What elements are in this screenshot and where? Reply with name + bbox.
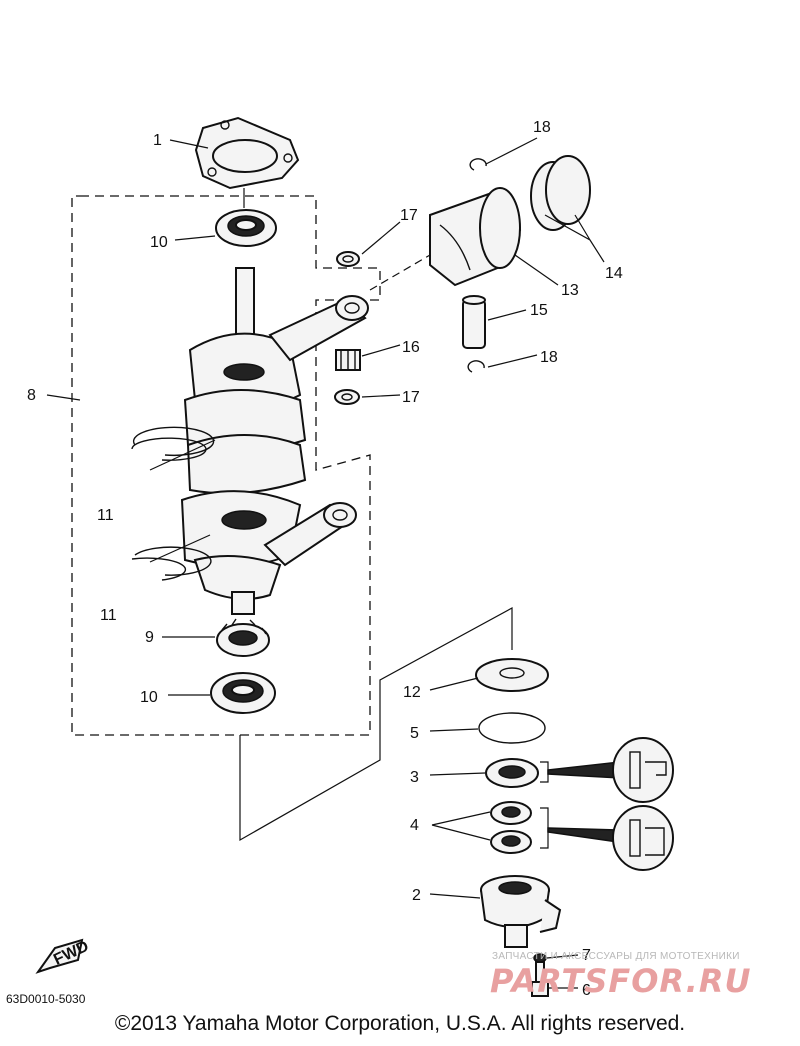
part-3-oil-seal[interactable] — [485, 758, 539, 788]
part-17-upper-washer[interactable] — [336, 251, 360, 267]
callout-1: 1 — [153, 132, 162, 149]
callout-13: 13 — [561, 282, 579, 299]
part-15-piston-pin[interactable] — [462, 295, 486, 349]
callout-14: 14 — [605, 265, 623, 282]
part-4-oil-seal-lower[interactable] — [490, 830, 532, 854]
callout-10-lower: 10 — [140, 689, 158, 706]
part-12-thrust-plate[interactable] — [475, 658, 549, 692]
part-13-piston[interactable] — [429, 187, 522, 287]
drawing-code: 63D0010-5030 — [6, 992, 86, 1006]
part-2-lower-housing[interactable] — [480, 875, 562, 948]
part-11-upper-circlip[interactable] — [131, 426, 215, 461]
seal-detail-upper — [540, 737, 674, 803]
part-9-gear[interactable] — [216, 618, 270, 657]
callout-8: 8 — [27, 387, 36, 404]
watermark-tagline: ЗАПЧАСТИ И АКСЕССУАРЫ ДЛЯ МОТОТЕХНИКИ — [492, 951, 740, 962]
fwd-arrow-icon: FWD — [35, 938, 91, 974]
callout-17-lower: 17 — [402, 389, 420, 406]
part-4-oil-seal-upper[interactable] — [490, 801, 532, 825]
part-14-piston-rings[interactable] — [530, 155, 591, 231]
part-16-needle-bearing[interactable] — [335, 349, 361, 371]
part-10-lower-bearing[interactable] — [210, 672, 276, 714]
crankshaft[interactable] — [180, 267, 307, 615]
part-18-upper-clip[interactable] — [469, 158, 487, 171]
callout-7: 7 — [582, 947, 591, 964]
connecting-rod-lower[interactable] — [263, 502, 357, 567]
part-18-lower-clip[interactable] — [467, 360, 485, 373]
copyright-notice: ©2013 Yamaha Motor Corporation, U.S.A. A… — [114, 1012, 686, 1035]
connecting-rod-upper[interactable] — [268, 295, 369, 362]
callout-4: 4 — [410, 817, 419, 834]
callout-10-upper: 10 — [150, 234, 168, 251]
part-6-bolt[interactable] — [531, 961, 549, 997]
callout-17-upper: 17 — [400, 207, 418, 224]
callout-18-lower: 18 — [540, 349, 558, 366]
callout-5: 5 — [410, 725, 419, 742]
watermark-logo: PARTSFOR.RU — [490, 962, 752, 1000]
callout-11-lower: 11 — [100, 607, 117, 624]
callout-6: 6 — [582, 982, 591, 999]
callout-18-upper: 18 — [533, 119, 551, 136]
part-11-lower-circlip[interactable] — [131, 546, 212, 581]
callout-15: 15 — [530, 302, 548, 319]
part-17-lower-washer[interactable] — [334, 389, 360, 405]
callout-2: 2 — [412, 887, 421, 904]
callout-9: 9 — [145, 629, 154, 646]
part-5-o-ring[interactable] — [478, 712, 546, 744]
part-1-cover-plate[interactable] — [194, 116, 300, 190]
seal-detail-lower — [540, 805, 674, 871]
leader-lines — [46, 137, 605, 989]
callout-11-upper: 11 — [97, 507, 114, 524]
callout-16: 16 — [402, 339, 420, 356]
callout-12: 12 — [403, 684, 421, 701]
part-10-upper-bearing[interactable] — [215, 209, 277, 247]
callout-3: 3 — [410, 769, 419, 786]
